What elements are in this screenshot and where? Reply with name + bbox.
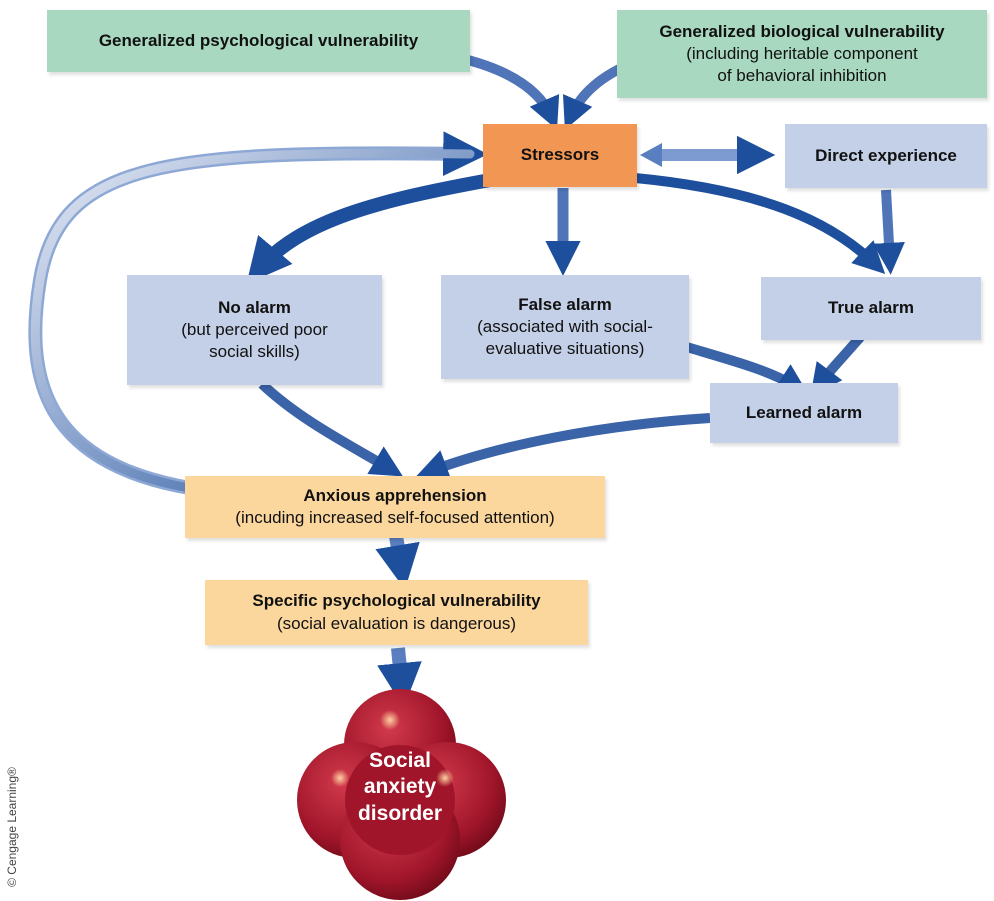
- no-alarm-line1: (but perceived poor: [181, 319, 328, 339]
- true-alarm-box: True alarm: [761, 277, 981, 340]
- arrow-false-to-learned: [678, 340, 809, 395]
- arrow-stressors-no-alarm: [246, 173, 492, 284]
- specific-vulnerability-title: Specific psychological vulnerability: [252, 591, 541, 611]
- specific-vulnerability-line1: (social evaluation is dangerous): [276, 613, 517, 633]
- anxious-apprehension-box: Anxious apprehension (incuding increased…: [185, 476, 605, 538]
- arrow-anxious-to-specific: [375, 534, 420, 590]
- stressors-box: Stressors: [483, 124, 637, 187]
- arrow-direct-true-alarm: [872, 189, 905, 275]
- social-anxiety-disorder-label: Social anxiety disorder: [320, 748, 480, 827]
- gen-bio-line1: (including heritable component: [686, 43, 918, 63]
- arrow-learned-to-anxious: [416, 413, 711, 481]
- arrow-psych-to-stressors: [458, 53, 560, 130]
- no-alarm-box: No alarm (but perceived poor social skil…: [127, 275, 382, 385]
- direct-experience-title: Direct experience: [815, 145, 957, 165]
- gen-bio-title: Generalized biological vulnerability: [659, 21, 945, 41]
- no-alarm-line2: social skills): [209, 342, 300, 362]
- learned-alarm-title: Learned alarm: [745, 402, 863, 422]
- arrow-stressors-true-alarm: [634, 173, 886, 274]
- gen-psych-box: Generalized psychological vulnerability: [47, 10, 470, 72]
- arrow-no-alarm-to-anxious: [258, 380, 403, 477]
- disorder-line2: anxiety: [363, 775, 437, 799]
- specific-vulnerability-box: Specific psychological vulnerability (so…: [205, 580, 588, 645]
- false-alarm-box: False alarm (associated with social- eva…: [441, 275, 689, 379]
- false-alarm-title: False alarm: [518, 294, 612, 314]
- copyright-credit: © Cengage Learning®: [5, 767, 19, 887]
- arrow-specific-to-disorder: [377, 647, 422, 708]
- disorder-cluster: [297, 689, 506, 900]
- gen-bio-box: Generalized biological vulnerability (in…: [617, 10, 987, 98]
- gen-bio-line2: of behavioral inhibition: [717, 66, 887, 86]
- gen-psych-title: Generalized psychological vulnerability: [98, 30, 419, 50]
- stressors-title: Stressors: [520, 145, 600, 165]
- anxious-apprehension-title: Anxious apprehension: [303, 485, 487, 505]
- direct-experience-box: Direct experience: [785, 124, 987, 188]
- true-alarm-title: True alarm: [828, 298, 914, 318]
- arrow-true-to-learned: [810, 331, 866, 397]
- learned-alarm-box: Learned alarm: [710, 383, 898, 443]
- disorder-line3: disorder: [357, 801, 443, 825]
- no-alarm-title: No alarm: [218, 297, 291, 317]
- false-alarm-line2: evaluative situations): [485, 339, 645, 359]
- false-alarm-line1: (associated with social-: [477, 316, 653, 336]
- anxious-apprehension-line1: (incuding increased self-focused attenti…: [235, 508, 555, 527]
- disorder-line1: Social: [369, 749, 431, 772]
